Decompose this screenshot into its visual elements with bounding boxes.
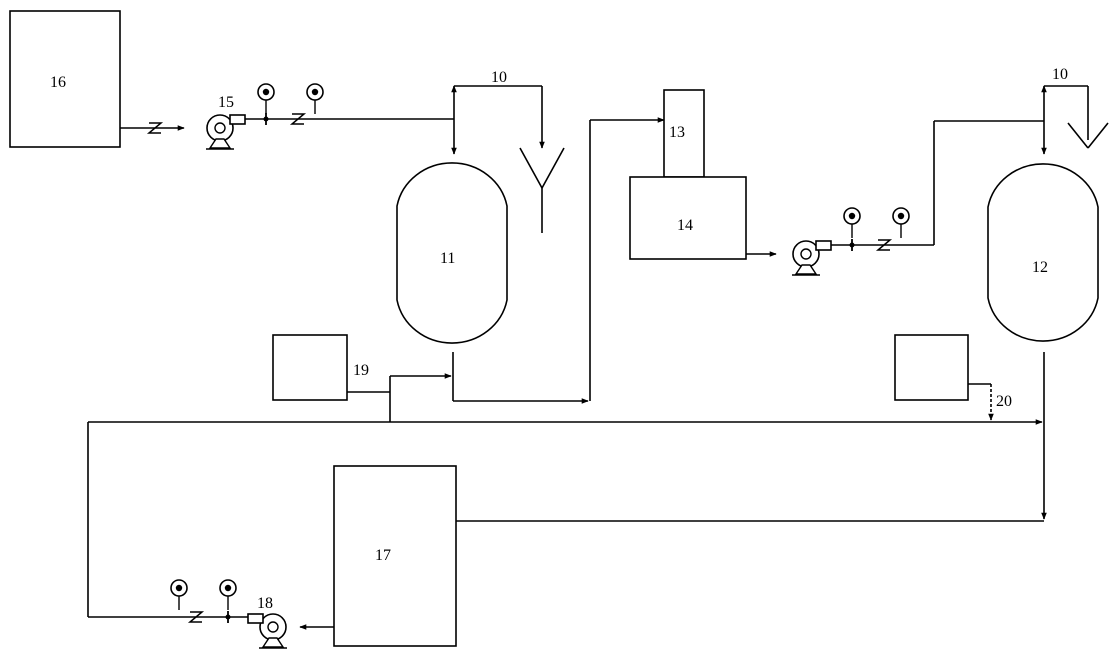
label-box-19: 19 [353,362,369,379]
vent-line-10-right [1041,85,1109,149]
tank-17 [333,465,457,647]
line-14-to-12 [746,120,1047,276]
label-unit-14: 14 [677,217,693,234]
valve-icon [848,238,856,252]
pressure-gauge-icon [170,579,188,611]
pump-line-17-to-return [170,579,334,649]
label-vent-10-right: 10 [1052,66,1068,83]
label-tank-17: 17 [375,547,391,564]
pressure-gauge-icon [892,207,910,239]
unit-14 [629,176,747,260]
valve-icon [262,112,270,126]
pump-icon [791,240,832,276]
return-line [87,352,1047,618]
pressure-gauge-icon [257,83,275,115]
pressure-gauge-icon [843,207,861,239]
vent-line-10-left [451,85,565,233]
line-11-to-13 [452,117,665,404]
label-tank-16: 16 [50,74,66,91]
feed-line-16-to-11 [120,83,457,155]
vessel-12 [987,163,1099,342]
label-box-20: 20 [996,393,1012,410]
tank-16 [9,10,121,148]
line-20-to-return [968,383,994,421]
label-pump-18: 18 [257,595,273,612]
label-vessel-11: 11 [440,250,455,267]
label-pump-15: 15 [218,94,234,111]
pressure-gauge-icon [306,83,324,115]
vessel-11 [396,162,508,344]
box-19 [272,334,348,401]
box-20 [894,334,969,401]
pump-18-icon [247,613,288,649]
label-vent-10-left: 10 [491,69,507,86]
line-19-to-11 [347,373,452,422]
label-unit-13: 13 [669,124,685,141]
pressure-gauge-icon [219,579,237,611]
pump-15-icon [205,114,246,150]
label-vessel-12: 12 [1032,259,1048,276]
valve-icon [224,610,232,624]
